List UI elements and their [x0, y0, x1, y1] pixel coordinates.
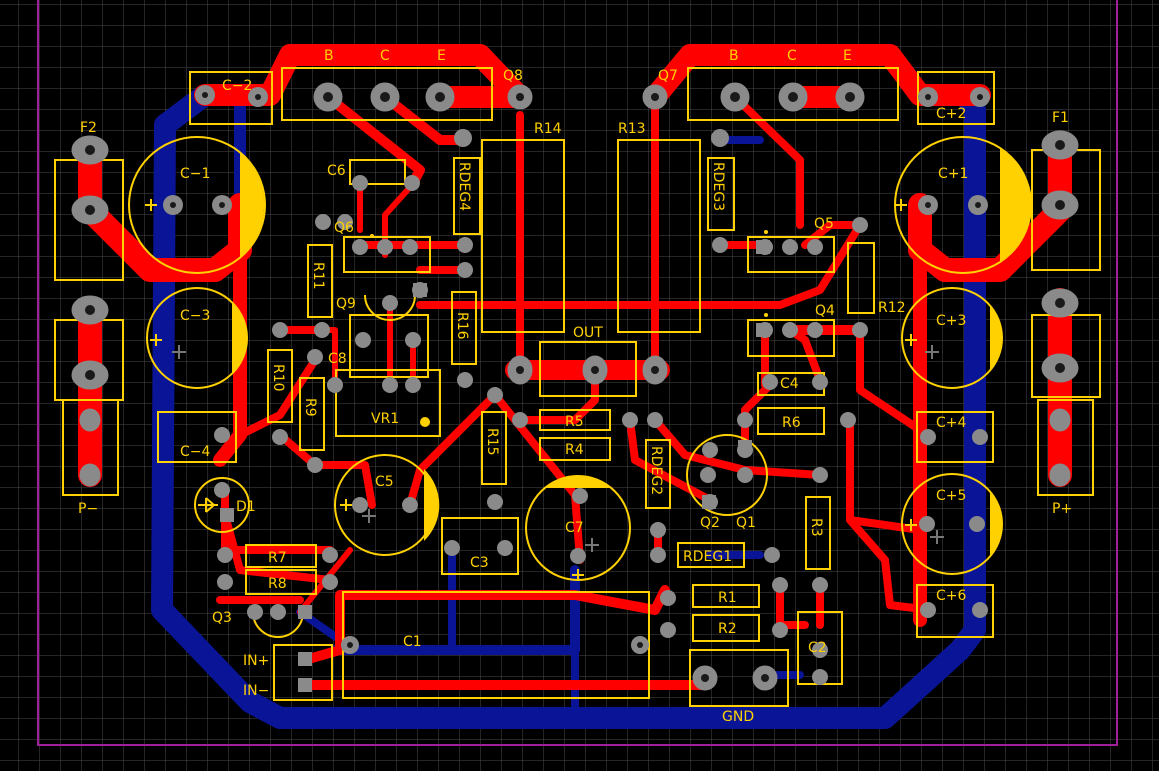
- cap-polarity-marks: [232, 148, 1031, 556]
- label-pp: P+: [1052, 501, 1072, 517]
- label-gnd: GND: [722, 709, 754, 725]
- label-q7-e: E: [843, 48, 852, 64]
- label-q9: Q9: [336, 296, 356, 312]
- label-cm1: C−1: [180, 166, 210, 182]
- label-rdeg4: RDEG4: [456, 162, 472, 211]
- label-r13: R13: [618, 121, 646, 137]
- label-q5: Q5: [814, 216, 834, 232]
- diode-symbol: [198, 497, 218, 513]
- label-q8-b: B: [324, 48, 334, 64]
- label-cm2: C−2: [222, 78, 252, 94]
- label-q7-c: C: [787, 48, 797, 64]
- silkscreen-layer: [54, 67, 1101, 707]
- pin-markers: [370, 230, 768, 427]
- label-q8-e: E: [437, 48, 446, 64]
- label-q4: Q4: [815, 303, 835, 319]
- label-c4: C4: [780, 376, 799, 392]
- label-r7: R7: [268, 550, 287, 566]
- dim-plus-marks: [172, 345, 944, 552]
- label-c1: C1: [403, 634, 422, 650]
- label-q8-c: C: [380, 48, 390, 64]
- pads: [71, 82, 1079, 692]
- label-r8: R8: [268, 576, 287, 592]
- label-cp3: C+3: [936, 313, 966, 329]
- label-f2: F2: [80, 120, 97, 136]
- label-r16: R16: [454, 312, 470, 340]
- label-vr1: VR1: [371, 411, 399, 427]
- label-q7-b: B: [729, 48, 739, 64]
- label-cp5: C+5: [936, 488, 966, 504]
- label-q2: Q2: [700, 515, 720, 531]
- label-c3: C3: [470, 555, 489, 571]
- label-d1: D1: [236, 499, 256, 515]
- label-cp4: C+4: [936, 415, 967, 431]
- polarity-plus-marks: [145, 199, 917, 581]
- silkscreen-labels: B C E Q8 B C E Q7 C−2 C+2 F2 F1 C−1 C+1 …: [78, 48, 1072, 725]
- label-rdeg2: RDEG2: [648, 446, 664, 495]
- label-out: OUT: [573, 325, 603, 341]
- label-cp2: C+2: [936, 106, 966, 122]
- board-outline: [37, 0, 1118, 746]
- label-r15: R15: [484, 428, 500, 456]
- label-cm3: C−3: [180, 308, 210, 324]
- label-q1: Q1: [736, 515, 756, 531]
- label-r6: R6: [782, 415, 801, 431]
- label-r14: R14: [534, 121, 562, 137]
- label-c5: C5: [375, 474, 394, 490]
- label-r2: R2: [718, 621, 737, 637]
- label-q7: Q7: [658, 68, 678, 84]
- label-pm: P−: [78, 501, 98, 517]
- label-r3: R3: [808, 518, 824, 537]
- label-c2: C2: [808, 640, 827, 656]
- label-r12: R12: [878, 300, 906, 316]
- label-c6: C6: [327, 163, 346, 179]
- label-cm4: C−4: [180, 444, 211, 460]
- label-inm: IN−: [243, 683, 269, 699]
- label-inp: IN+: [243, 653, 269, 669]
- label-cp1: C+1: [938, 166, 968, 182]
- label-rdeg3: RDEG3: [710, 162, 726, 211]
- label-r1: R1: [718, 590, 737, 606]
- label-r4: R4: [565, 442, 584, 458]
- label-r9: R9: [302, 398, 318, 417]
- label-cp6: C+6: [936, 588, 967, 604]
- label-r5: R5: [565, 414, 584, 430]
- label-rdeg1: RDEG1: [683, 549, 732, 565]
- label-r10: R10: [270, 364, 286, 392]
- label-c8: C8: [328, 351, 347, 367]
- label-c7: C7: [565, 520, 584, 536]
- label-q3: Q3: [212, 610, 232, 626]
- label-q8: Q8: [503, 68, 523, 84]
- label-r11: R11: [310, 262, 326, 290]
- label-q6: Q6: [334, 220, 354, 236]
- label-f1: F1: [1052, 110, 1069, 126]
